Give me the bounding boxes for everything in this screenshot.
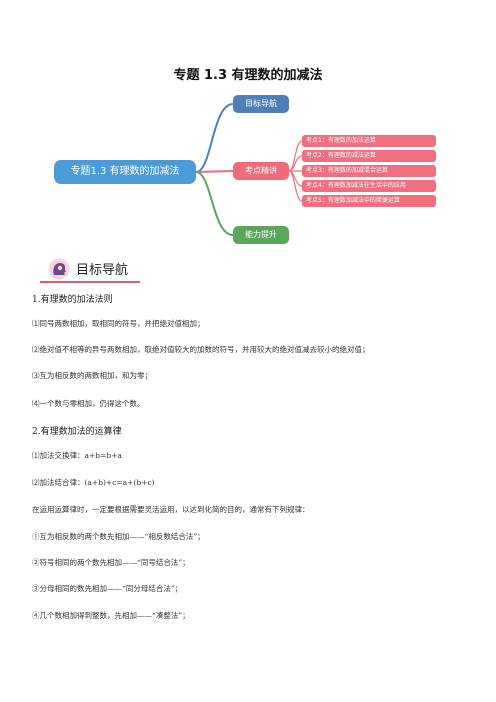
page-title: 专题 1.3 有理数的加减法 <box>173 68 323 83</box>
intro-paragraph: 在运用运算律时，一定要根据需要灵活运用，以达到化简的目的，通常有下列规律： <box>32 505 310 514</box>
mindmap-leaf-1: 考点1：有理数的加法运算 <box>302 135 436 147</box>
mindmap-leaf-2: 考点2：有理数的减法运算 <box>302 150 436 162</box>
section-underline <box>40 281 140 283</box>
head-brain-icon <box>48 258 70 280</box>
rule-1: ⑴同号两数相加，取相同的符号，并把绝对值相加； <box>32 319 205 328</box>
section-title: 目标导航 <box>76 263 129 278</box>
heading-addition-laws: 2.有理数加法的运算律 <box>32 427 122 437</box>
rule-4: ⑷一个数与零相加，仍得这个数。 <box>32 399 145 408</box>
heading-addition-rules: 1.有理数的加法法则 <box>32 295 113 305</box>
rule-3: ⑶互为相反数的两数相加，和为零； <box>32 371 152 380</box>
law-commutative: ⑴加法交换律：a+b=b+a <box>32 451 122 460</box>
mindmap-leaf-5: 考点5：有理数加减法中的简便运算 <box>302 195 436 207</box>
mindmap-leaf-3: 考点3：有理数的加减混合运算 <box>302 165 436 177</box>
section-header: 目标导航 <box>40 256 460 283</box>
mindmap-root: 专题1.3 有理数的加减法 <box>54 160 196 184</box>
mindmap-branch-improve: 能力提升 <box>233 226 289 244</box>
tip-1: ①互为相反数的两个数先相加——“相反数结合法”； <box>32 532 205 541</box>
mindmap-leaf-4: 考点4：有理数加减法在生活中的应用 <box>302 180 436 192</box>
rule-2: ⑵绝对值不相等的异号两数相加，取绝对值较大的加数的符号，并用较大的绝对值减去较小… <box>32 345 370 354</box>
mindmap-branch-goal: 目标导航 <box>233 95 289 113</box>
mindmap-branch-points: 考点精讲 <box>233 162 289 180</box>
mindmap-connectors <box>195 103 303 236</box>
tip-4: ④几个数相加得到整数，先相加——“凑整法”； <box>32 611 190 620</box>
tip-2: ②符号相同的两个数先相加——“同号结合法”； <box>32 558 190 567</box>
tip-3: ③分母相同的数先相加——“同分母结合法”； <box>32 584 183 593</box>
law-associative: ⑵加法结合律：(a+b)+c=a+(b+c) <box>32 478 155 487</box>
